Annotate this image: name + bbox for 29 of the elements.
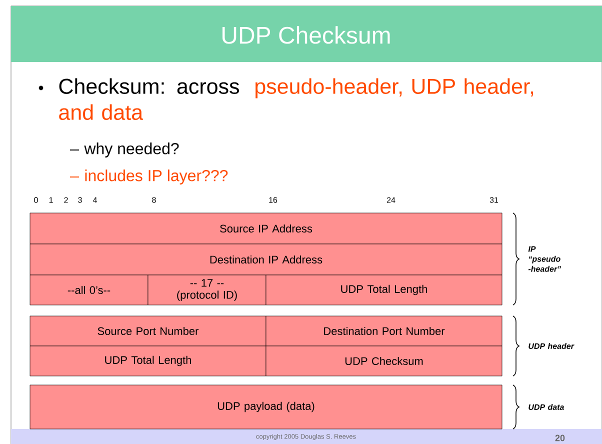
- bit-number: 3: [78, 197, 82, 203]
- label: pseudo-header, UDP header,: [256, 78, 534, 98]
- label: Checksum: across: [59, 78, 240, 94]
- field-cell: Source IP Address: [30, 212, 502, 244]
- bit-number: 4: [92, 197, 97, 203]
- sub-bullet-text: why needed?: [84, 142, 179, 158]
- brace-label: UDP header: [528, 343, 574, 349]
- field-cell: UDP payload (data): [30, 384, 502, 430]
- field-cell: UDP Total Length: [266, 274, 502, 306]
- bit-number: 0: [34, 197, 38, 203]
- field-cell: --all 0’s--: [30, 274, 148, 306]
- bit-number: 2: [64, 197, 68, 203]
- bit-number: 1: [49, 197, 53, 203]
- bit-number: 31: [490, 197, 498, 203]
- bit-number: 8: [152, 197, 156, 203]
- field-cell: Source Port Number: [30, 316, 266, 346]
- page-number: 20: [555, 434, 565, 442]
- bit-number: 16: [269, 197, 278, 203]
- sub-bullet-text: includes IP layer???: [85, 170, 228, 184]
- brace-label: IP “pseudo -header”: [528, 246, 562, 272]
- label: and data: [59, 104, 144, 120]
- field-cell: -- 17 -- (protocol ID): [148, 274, 266, 306]
- bullet-text: Checksum: across pseudo-header, UDP header, and data: [59, 78, 534, 120]
- brace-label: UDP data: [528, 404, 564, 410]
- title: UDP Checksum: [222, 26, 390, 44]
- field-cell: Destination Port Number: [266, 316, 502, 346]
- field-cell: UDP Total Length: [30, 346, 266, 376]
- bit-number: 24: [386, 197, 396, 203]
- field-cell: UDP Checksum: [266, 346, 502, 376]
